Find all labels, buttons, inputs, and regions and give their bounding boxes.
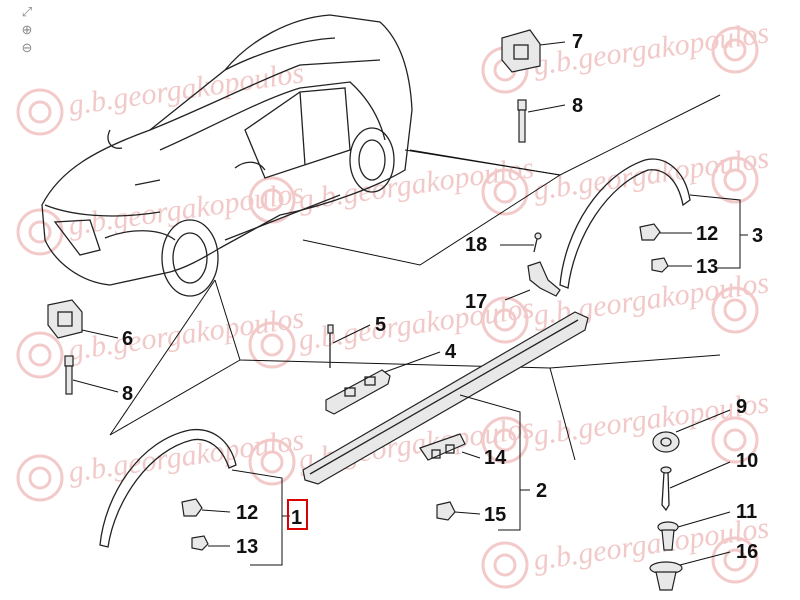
watermark-logo xyxy=(481,416,529,464)
callout-13-left: 13 xyxy=(236,536,258,558)
watermark-text: g.b.georgakopoulos xyxy=(66,176,305,242)
part-1-wheel-arch-front xyxy=(99,428,237,548)
callout-3: 3 xyxy=(752,225,763,247)
callout-7: 7 xyxy=(572,31,583,53)
callout-8-top: 8 xyxy=(572,95,583,117)
part-14-clip-rail xyxy=(419,433,466,461)
pointer-lines xyxy=(109,94,721,461)
part-6-bracket xyxy=(47,299,83,339)
callout-1: 1 xyxy=(291,507,302,529)
watermark-logo xyxy=(16,331,64,379)
part-5-rivet xyxy=(327,324,334,368)
watermark-logo xyxy=(16,454,64,502)
watermark-logo xyxy=(711,26,759,74)
callout-10: 10 xyxy=(736,450,758,472)
car-illustration xyxy=(41,14,413,297)
part-3-wheel-arch-rear xyxy=(559,158,691,289)
fit-screen-icon[interactable]: ⤢ xyxy=(21,4,33,19)
part-16-cap xyxy=(649,561,683,591)
watermark-logo xyxy=(16,208,64,256)
part-8-screw-left xyxy=(64,355,74,395)
part-12-clip-left xyxy=(181,498,203,517)
callout-14: 14 xyxy=(484,447,507,469)
watermark-logo xyxy=(711,416,759,464)
watermark-text: g.b.georgakopoulos xyxy=(531,141,770,207)
callout-6: 6 xyxy=(122,328,133,350)
callout-12-right: 12 xyxy=(696,223,718,245)
part-2-side-skirt xyxy=(302,311,589,485)
callout-1-highlight xyxy=(287,499,308,530)
watermark-logo xyxy=(248,321,296,369)
watermark-text: g.b.georgakopoulos xyxy=(531,386,770,452)
zoom-in-icon[interactable]: ⊕ xyxy=(21,22,33,37)
watermark-logo xyxy=(481,296,529,344)
part-12-clip-right xyxy=(639,223,661,241)
watermark-layer: g.b.georgakopoulos g.b.georgakopoulos g.… xyxy=(16,16,771,589)
part-13-nut-right xyxy=(651,257,669,273)
viewer-toolbar: ⤢ ⊕ ⊖ xyxy=(18,4,38,56)
watermark-logo xyxy=(248,438,296,486)
callout-18: 18 xyxy=(465,234,487,256)
part-17-bracket xyxy=(527,261,561,297)
part-7-bracket xyxy=(501,29,541,73)
watermark-logo xyxy=(481,168,529,216)
watermark-logo xyxy=(16,88,64,136)
zoom-out-icon[interactable]: ⊖ xyxy=(21,40,33,55)
part-18-pin xyxy=(533,232,542,253)
part-13-nut-left xyxy=(191,535,209,551)
watermark-text: g.b.georgakopoulos xyxy=(296,291,535,357)
part-10-screw xyxy=(660,466,672,512)
callout-16: 16 xyxy=(736,541,758,563)
callout-11: 11 xyxy=(736,501,757,523)
callout-15: 15 xyxy=(484,504,506,526)
part-8-screw-top xyxy=(517,99,527,143)
part-9-grommet xyxy=(652,431,680,453)
part-15-nut xyxy=(436,501,456,521)
watermark-logo xyxy=(481,541,529,589)
watermark-logo xyxy=(711,536,759,584)
callout-8-left: 8 xyxy=(122,383,133,405)
callout-12-left: 12 xyxy=(236,502,258,524)
callout-17: 17 xyxy=(465,291,487,313)
callout-13-right: 13 xyxy=(696,256,718,278)
callout-2: 2 xyxy=(536,480,547,502)
watermark-text: g.b.georgakopoulos xyxy=(296,151,535,217)
callout-5: 5 xyxy=(375,314,386,336)
watermark-logo xyxy=(711,286,759,334)
watermark-logo xyxy=(711,156,759,204)
watermark-text: g.b.georgakopoulos xyxy=(66,423,305,489)
callout-4: 4 xyxy=(445,341,457,363)
part-11-push-clip xyxy=(657,521,679,551)
part-4-mounting-rail xyxy=(325,369,391,415)
callout-9: 9 xyxy=(736,396,747,418)
